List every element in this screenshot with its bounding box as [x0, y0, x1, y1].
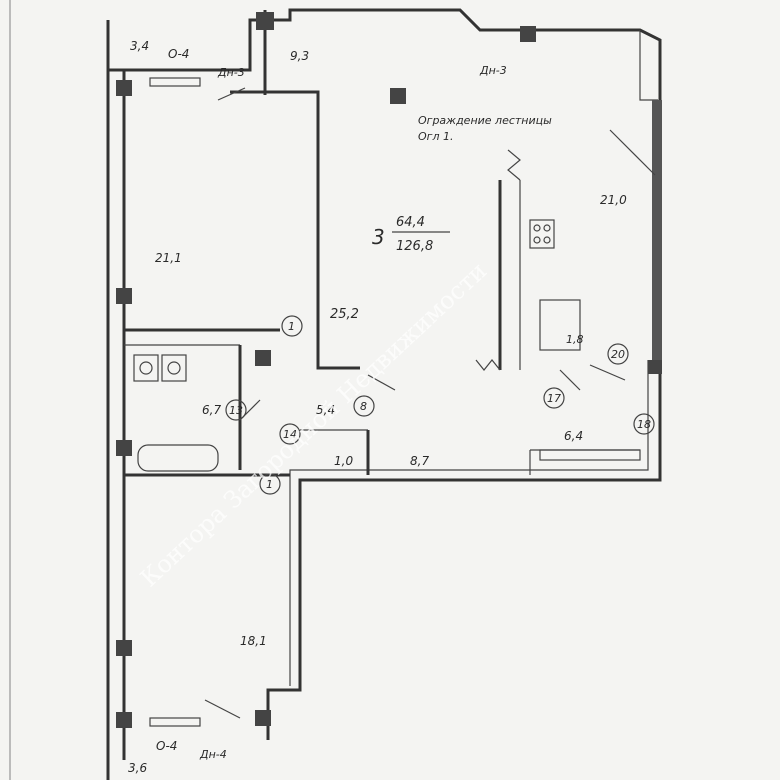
hall-top-area: 9,3	[290, 49, 309, 63]
door-top-right-label: Дн-3	[479, 64, 507, 77]
kitchen-small-area: 1,8	[566, 333, 584, 346]
stair-rail-label: Ограждение лестницы	[418, 114, 552, 127]
stair-rail-code: Огл 1.	[418, 130, 453, 143]
columns	[116, 12, 662, 728]
wc-area: 5,4	[316, 403, 335, 417]
rooms-count: 3	[372, 225, 385, 249]
balcony-bottom-area: 3,6	[128, 761, 147, 775]
loggia-area: 6,4	[564, 429, 583, 443]
door-top-left-label: Дн-3	[217, 66, 245, 79]
marker-8: 8	[360, 400, 367, 413]
hatched-wall	[652, 100, 662, 360]
marker-17: 17	[547, 392, 561, 405]
window-top-left-label: О-4	[168, 47, 189, 61]
marker-20: 20	[611, 348, 625, 361]
corridor-area: 25,2	[330, 307, 359, 322]
room-left-bottom-area: 18,1	[240, 634, 267, 648]
marker-14: 14	[283, 428, 297, 441]
marker-1-top: 1	[288, 320, 295, 333]
bath-fixtures	[133, 354, 219, 472]
marker-18: 18	[637, 418, 651, 431]
total-area: 126,8	[396, 239, 433, 254]
room-right-top-area: 21,0	[600, 193, 627, 207]
kitchen-fixtures	[475, 149, 581, 371]
room-left-top-area: 21,1	[155, 251, 182, 265]
window-bottom-left-label: О-4	[156, 739, 177, 753]
bath-area: 6,7	[202, 403, 221, 417]
balcony-top-area: 3,4	[130, 39, 149, 53]
markers: 1 13 14 8 1 17 18 20	[225, 315, 655, 495]
marker-13: 13	[229, 404, 243, 417]
hall-bottom-area: 8,7	[410, 454, 429, 468]
door-bottom-left-label: Дн-4	[199, 748, 227, 761]
living-area: 64,4	[396, 215, 425, 230]
windows	[149, 77, 641, 727]
storage-area: 1,0	[334, 454, 353, 468]
marker-1-bottom: 1	[266, 478, 273, 491]
apartment-summary: 3 64,4 126,8	[372, 215, 450, 254]
